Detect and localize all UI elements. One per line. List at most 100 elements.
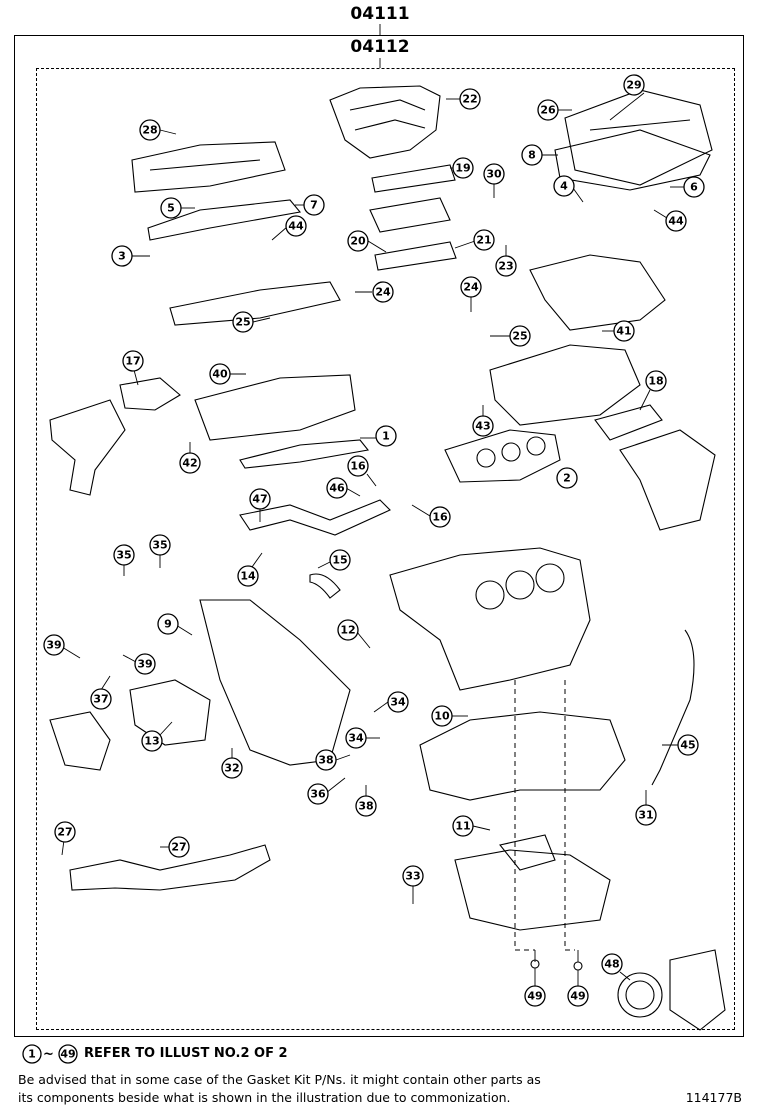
callout-1-label: 1 [382,430,390,443]
callout-44b: 44 [653,209,687,232]
callout-38a-label: 38 [318,754,333,767]
callout-27a-label: 27 [57,826,72,839]
callout-15: 15 [317,549,351,571]
callout-49a-label: 49 [527,990,542,1003]
callout-26: 26 [537,99,572,121]
callout-33: 33 [402,865,424,904]
dipstick-tube [651,629,695,786]
callout-46: 46 [326,477,361,499]
cam-housing-left [169,281,341,326]
callout-15-label: 15 [332,554,347,567]
callout-34a-label: 34 [390,696,406,709]
inner-kit-code: 04112 [350,37,410,57]
oil-pump [49,711,111,771]
callout-39a-label: 39 [46,639,61,652]
callout-20-label: 20 [350,235,366,248]
exhaust-manifold-left [49,399,126,496]
callout-9-label: 9 [164,618,172,631]
callout-12-label: 12 [340,624,355,637]
callout-11: 11 [452,815,491,837]
callout-19-label: 19 [455,162,470,175]
callout-35a: 35 [113,544,135,576]
callout-35b-label: 35 [152,539,167,552]
callout-22-label: 22 [462,93,477,106]
intake-gasket-lower [374,241,457,271]
callout-41: 41 [602,320,635,342]
callout-23: 23 [495,245,517,277]
callout-30-label: 30 [486,168,502,181]
callout-29-label: 29 [626,79,641,92]
callout-34b: 34 [345,727,380,749]
callout-42: 42 [179,442,201,474]
valve-cover-right [564,89,713,186]
water-pump [129,679,211,746]
outer-kit-code: 04111 [350,4,410,24]
water-hose [309,573,341,599]
callout-6-label: 6 [690,181,698,194]
callout-32-label: 32 [224,762,239,775]
callout-13-label: 13 [144,735,159,748]
valve-cover-left [131,141,286,193]
callout-24a: 24 [355,281,394,303]
callout-6: 6 [670,176,705,198]
callout-34b-label: 34 [348,732,364,745]
callout-18-label: 18 [648,375,663,388]
outer-frame [14,35,744,1037]
callout-11-label: 11 [455,820,470,833]
callout-13: 13 [141,721,173,752]
exhaust-manifold-right [619,429,716,531]
footer-range-end: 49 [58,1044,78,1064]
callout-38b: 38 [355,785,377,817]
callout-40: 40 [209,363,246,385]
callout-8: 8 [521,144,558,166]
footer-range-start: 1 [22,1044,42,1064]
callout-27a: 27 [54,821,76,856]
footer-range-start-label: 1 [28,1048,36,1061]
callout-39a: 39 [43,634,81,659]
cylinder-head-right [489,344,641,426]
callout-45-label: 45 [680,739,695,752]
callout-39b: 39 [122,653,156,675]
callout-24b: 24 [460,276,482,312]
water-pipe [239,499,391,536]
callout-31-label: 31 [638,809,653,822]
callout-17-label: 17 [125,355,140,368]
callout-21-label: 21 [476,234,491,247]
callout-37: 37 [90,675,112,710]
callout-32: 32 [221,748,243,779]
callout-36: 36 [307,777,346,805]
engine-block [389,547,591,691]
callout-38b-label: 38 [358,800,373,813]
callout-33-label: 33 [405,870,420,883]
callout-4: 4 [553,175,584,203]
callout-27b-label: 27 [171,841,186,854]
callout-23-label: 23 [498,260,513,273]
callout-4-label: 4 [560,180,568,193]
oil-seal-retainer [669,949,726,1031]
callout-10: 10 [431,705,468,727]
callout-28: 28 [139,119,177,141]
footer-range-end-label: 49 [60,1048,75,1061]
callout-29: 29 [609,74,645,121]
head-gasket-right [444,429,561,483]
callout-22: 22 [446,88,481,110]
callout-21: 21 [454,229,495,251]
oil-strainer [499,834,556,871]
callout-48-label: 48 [604,958,619,971]
callout-35b: 35 [149,534,171,568]
intake-plenum [329,85,441,159]
callout-49b: 49 [567,970,589,1007]
callout-34a: 34 [373,691,409,713]
callout-37-label: 37 [93,693,108,706]
callout-43-label: 43 [475,420,490,433]
timing-cover [199,599,351,766]
callout-40-label: 40 [212,368,228,381]
callout-47: 47 [249,488,271,522]
callout-2: 2 [556,467,578,489]
callout-3: 3 [111,245,150,267]
callout-20: 20 [347,230,387,253]
callout-45: 45 [662,734,699,756]
callout-49a: 49 [524,968,546,1007]
callout-18: 18 [639,370,667,411]
callout-49b-label: 49 [570,990,585,1003]
